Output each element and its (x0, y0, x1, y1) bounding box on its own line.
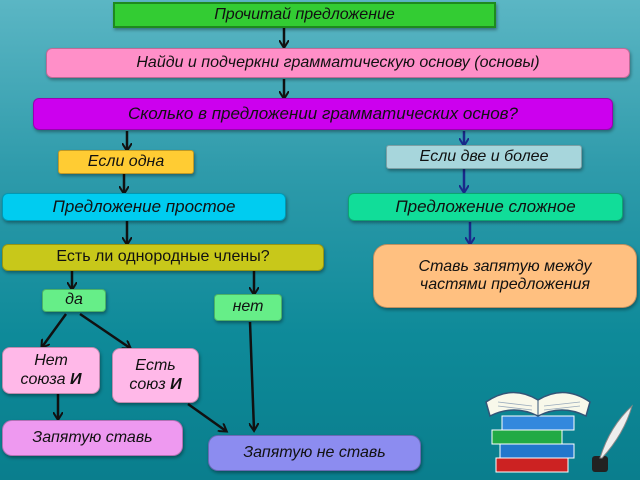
case-no-union-line2: союза И (20, 370, 82, 388)
step-read-sentence: Прочитай предложение (113, 2, 496, 28)
case-no-union-i: Нет союза И (2, 347, 100, 394)
quill-inkwell-icon (592, 404, 633, 472)
branch-if-two-or-more: Если две и более (386, 145, 582, 169)
answer-no: нет (214, 294, 282, 321)
rule-comma-between-parts: Ставь запятую между частями предложения (373, 244, 637, 308)
case-no-union-line1: Нет (34, 352, 68, 370)
arrow-has-union-to-no-comma (187, 402, 226, 431)
answer-yes: да (42, 289, 106, 312)
question-homogeneous-members: Есть ли однородные члены? (2, 244, 324, 271)
arrow-yes-to-has-union (79, 312, 130, 348)
case-has-union-line1: Есть (135, 357, 176, 375)
step-find-grammar-basis: Найди и подчеркни грамматическую основу … (46, 48, 630, 78)
branch-if-one: Если одна (58, 150, 194, 174)
case-has-union-line2: союз И (129, 375, 182, 393)
result-simple-sentence: Предложение простое (2, 193, 286, 221)
books-clipart-icon (485, 391, 633, 473)
case-has-union-i: Есть союз И (112, 348, 199, 403)
step-count-bases: Сколько в предложении грамматических осн… (33, 98, 613, 130)
arrow-yes-to-no-union (42, 313, 68, 347)
result-put-comma: Запятую ставь (2, 420, 183, 456)
result-complex-sentence: Предложение сложное (348, 193, 623, 221)
union-letter: И (170, 375, 182, 393)
union-letter: И (70, 370, 82, 388)
result-no-comma: Запятую не ставь (208, 435, 421, 471)
arrow-no-to-no-comma (250, 321, 254, 430)
